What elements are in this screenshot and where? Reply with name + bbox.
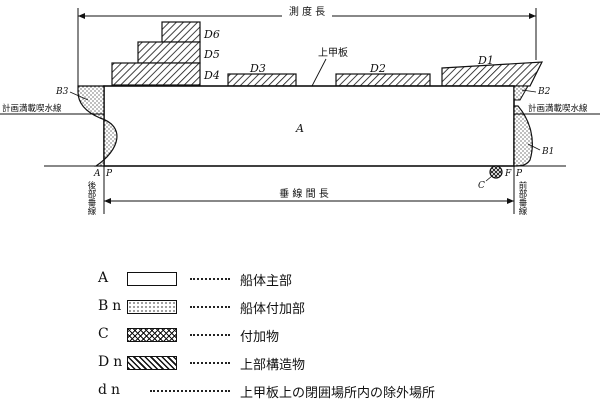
legend-dotted-leader: [190, 306, 230, 308]
legend-desc: 付加物: [240, 330, 280, 345]
label-p-right: P: [515, 169, 523, 179]
aft-perp-label: 後部垂線: [86, 180, 96, 215]
legend-swatch-dotted: [127, 300, 177, 314]
legend-swatch-plain: [127, 272, 177, 286]
label-d5: D5: [203, 48, 220, 61]
legend-row-c: C 付加物: [0, 324, 600, 345]
label-b2: B2: [537, 87, 551, 97]
label-d1: D1: [477, 54, 494, 67]
legend-dotted-leader: [150, 390, 230, 392]
label-d4: D4: [203, 69, 220, 82]
superstructure-stack: [111, 21, 201, 86]
length-measure-dimension: 測 度 長: [77, 5, 537, 86]
legend-symbol: C: [98, 326, 113, 342]
superstructure-d1: [441, 61, 544, 87]
superstructure-d2: [335, 73, 431, 87]
legend-symbol: Bn: [98, 298, 126, 314]
label-b1: B1: [541, 147, 554, 157]
legend-row-dn-excluded: dn 上甲板上の閉囲場所内の除外場所: [0, 380, 600, 401]
draft-line-right-label: 計画満載喫水線: [528, 103, 588, 114]
draft-line-left-label: 計画満載喫水線: [2, 103, 62, 114]
legend-desc: 上甲板上の閉囲場所内の除外場所: [240, 386, 436, 401]
perp-length-dimension: 垂 線 間 長: [104, 187, 514, 204]
legend: A 船体主部 Bn 船体付加部 C 付加物 Dn 上部構造物 dn 上甲板上の閉…: [0, 264, 600, 404]
appendage-c: [489, 165, 503, 179]
upper-deck-label: 上甲板: [318, 46, 348, 59]
ship-tonnage-diagram: 測 度 長 D6 D5 D4 D3 D2 D1 上甲板 A B3 B1 B2 計…: [0, 5, 600, 215]
fwd-perp-label: 前部垂線: [517, 180, 527, 215]
label-a-left: A: [93, 169, 101, 179]
legend-desc: 上部構造物: [240, 358, 306, 373]
label-b3: B3: [55, 87, 69, 97]
label-d2: D2: [369, 62, 386, 75]
legend-swatch-hatched: [127, 356, 177, 370]
bow-appendage-b2: [513, 85, 529, 101]
legend-row-a: A 船体主部: [0, 268, 600, 289]
length-measure-label: 測 度 長: [289, 5, 325, 18]
label-p-left: P: [105, 169, 113, 179]
perp-length-label: 垂 線 間 長: [279, 187, 329, 200]
label-f: F: [504, 169, 512, 179]
legend-row-dn: Dn 上部構造物: [0, 352, 600, 373]
legend-desc: 船体主部: [240, 274, 293, 289]
label-d3: D3: [249, 62, 266, 75]
legend-desc: 船体付加部: [240, 302, 306, 317]
superstructure-d3: [227, 73, 297, 87]
legend-symbol: dn: [98, 382, 124, 398]
legend-dotted-leader: [190, 278, 230, 280]
label-d6: D6: [203, 28, 220, 41]
main-body-label: A: [295, 122, 304, 135]
legend-symbol: Dn: [98, 354, 127, 370]
legend-swatch-crosshatch: [127, 328, 177, 342]
legend-row-bn: Bn 船体付加部: [0, 296, 600, 317]
label-c: C: [478, 181, 485, 191]
bow-appendage-b1: [513, 105, 533, 167]
legend-dotted-leader: [190, 334, 230, 336]
legend-dotted-leader: [190, 362, 230, 364]
hull-main-body: [103, 85, 515, 167]
legend-symbol: A: [98, 270, 113, 286]
